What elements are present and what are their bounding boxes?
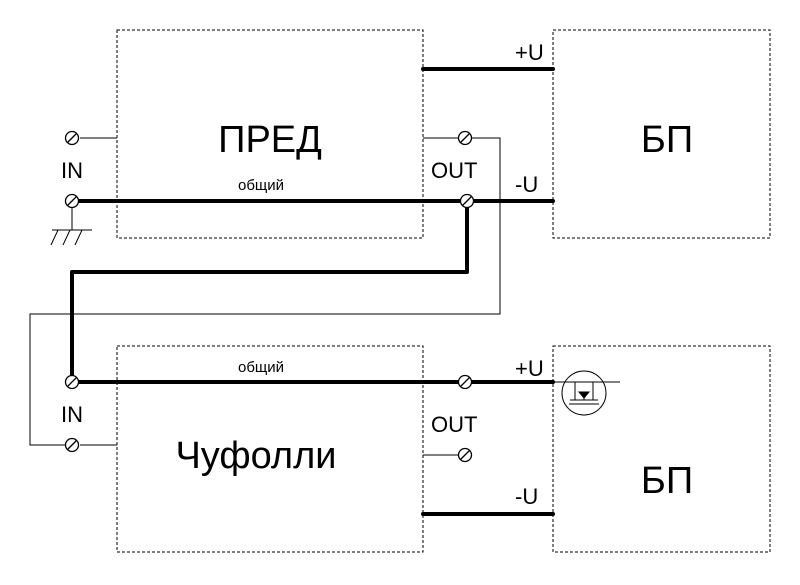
psu-bottom-block xyxy=(552,345,771,553)
mosfet-icon xyxy=(553,370,620,416)
plus-u-bottom-label: +U xyxy=(515,356,544,381)
in-bottom-label: IN xyxy=(61,402,83,427)
psu-top-label: БП xyxy=(641,119,693,161)
terminal-out-bottom-signal-icon xyxy=(457,447,473,463)
common-link-wire xyxy=(70,199,469,384)
psu-bottom-label: БП xyxy=(641,460,693,502)
chufolli-label: Чуфолли xyxy=(175,435,336,477)
terminal-in-top-signal-icon xyxy=(64,130,80,146)
out-bottom-label: OUT xyxy=(431,412,477,437)
chufolli-block xyxy=(116,345,424,553)
in-top-label: IN xyxy=(61,158,83,183)
terminal-out-top-signal-icon xyxy=(457,130,473,146)
terminal-out-top-common-icon xyxy=(459,193,475,209)
signal-link-wire xyxy=(29,137,501,446)
minus-u-top-label: -U xyxy=(515,172,538,197)
terminal-in-top-ground-icon xyxy=(64,193,80,209)
terminal-in-bottom-signal-icon xyxy=(64,437,80,453)
preamp-block xyxy=(116,29,424,239)
common-bottom-label: общий xyxy=(238,359,284,376)
ground-icon xyxy=(50,208,92,246)
psu-top-block xyxy=(552,29,771,239)
plus-u-top-label: +U xyxy=(515,40,544,65)
terminal-bottom-common-icon xyxy=(457,374,473,390)
out-top-label: OUT xyxy=(431,158,477,183)
common-top-label: общий xyxy=(238,177,284,194)
terminal-in-bottom-common-icon xyxy=(64,374,80,390)
minus-u-bottom-label: -U xyxy=(515,484,538,509)
preamp-label: ПРЕД xyxy=(218,119,322,161)
